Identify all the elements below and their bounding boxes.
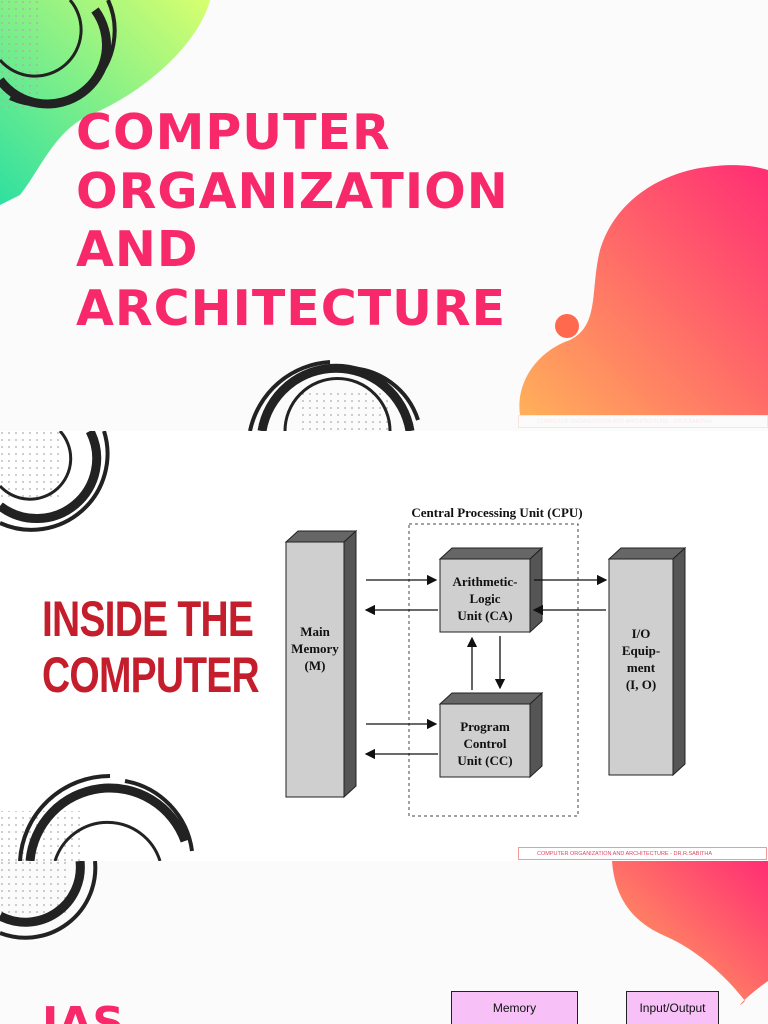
title-line: AND: [76, 221, 199, 278]
alu-label: Unit (CA): [457, 608, 512, 623]
title-line: COMPUTER: [76, 104, 391, 161]
alu-label: Logic: [469, 591, 500, 606]
ring-decoration-top-left: [0, 0, 117, 109]
slide-title-heading: INSIDE THE COMPUTER: [42, 591, 260, 703]
input-output-box: Input/Output: [626, 991, 719, 1024]
title-line: ARCHITECTURE: [76, 279, 507, 337]
main-memory-box: Main Memory (M): [284, 529, 358, 799]
program-control-label: Unit (CC): [457, 753, 512, 768]
green-blob-shape: [0, 0, 210, 205]
alu-label: Arithmetic-: [453, 574, 518, 589]
title-line: INSIDE THE: [42, 591, 254, 647]
program-control-label: Control: [463, 736, 506, 751]
main-memory-label: Memory: [291, 641, 339, 656]
ring-decoration-bottom: [248, 360, 420, 431]
orange-blob-shape: [612, 861, 768, 1005]
slide-footer: COMPUTER ORGANIZATION AND ARCHITECTURE -…: [518, 415, 768, 428]
io-equipment-box: I/O Equip- ment (I, O): [607, 546, 687, 777]
io-label: ment: [627, 660, 656, 675]
slide-title-heading: COMPUTER ORGANIZATION AND ARCHITECTURE: [76, 104, 509, 338]
ring-decoration-top-left: [0, 431, 110, 532]
program-control-label: Program: [460, 719, 510, 734]
diagram-arrows: [364, 574, 608, 760]
slide-footer: COMPUTER ORGANIZATION AND ARCHITECTURE -…: [518, 847, 767, 860]
ring-decoration-top-left: [0, 861, 98, 940]
slide-ias: IAS Memory Input/Output: [0, 861, 768, 1024]
slide-3-decoration: [0, 861, 768, 1005]
title-line: ORGANIZATION: [76, 162, 509, 220]
main-memory-label: (M): [305, 658, 326, 673]
orange-blob-shape: [519, 165, 768, 415]
ring-decoration-bottom: [18, 773, 194, 861]
program-control-box: Program Control Unit (CC): [438, 691, 544, 779]
memory-box: Memory: [451, 991, 578, 1024]
cpu-boundary: [408, 523, 579, 817]
alu-box: Arithmetic- Logic Unit (CA): [438, 546, 544, 634]
io-label: I/O: [632, 626, 651, 641]
dot-pattern-bottom: [300, 392, 390, 431]
slide-2-decoration: [0, 431, 194, 861]
orange-dot: [555, 314, 579, 338]
slide-title-heading: IAS: [42, 998, 125, 1024]
dot-pattern: [0, 431, 60, 501]
main-memory-label: Main: [300, 624, 330, 639]
slide-title: COMPUTER ORGANIZATION AND ARCHITECTURE C…: [0, 0, 768, 431]
cpu-diagram: Central Processing Unit (CPU) Main Memor…: [284, 505, 687, 817]
io-label: (I, O): [626, 677, 656, 692]
slide-1-decoration: [0, 0, 768, 431]
title-line: COMPUTER: [42, 647, 260, 703]
cpu-label: Central Processing Unit (CPU): [411, 505, 582, 520]
slide-inside-computer: INSIDE THE COMPUTER Central Processing U…: [0, 431, 768, 861]
io-label: Equip-: [622, 643, 660, 658]
